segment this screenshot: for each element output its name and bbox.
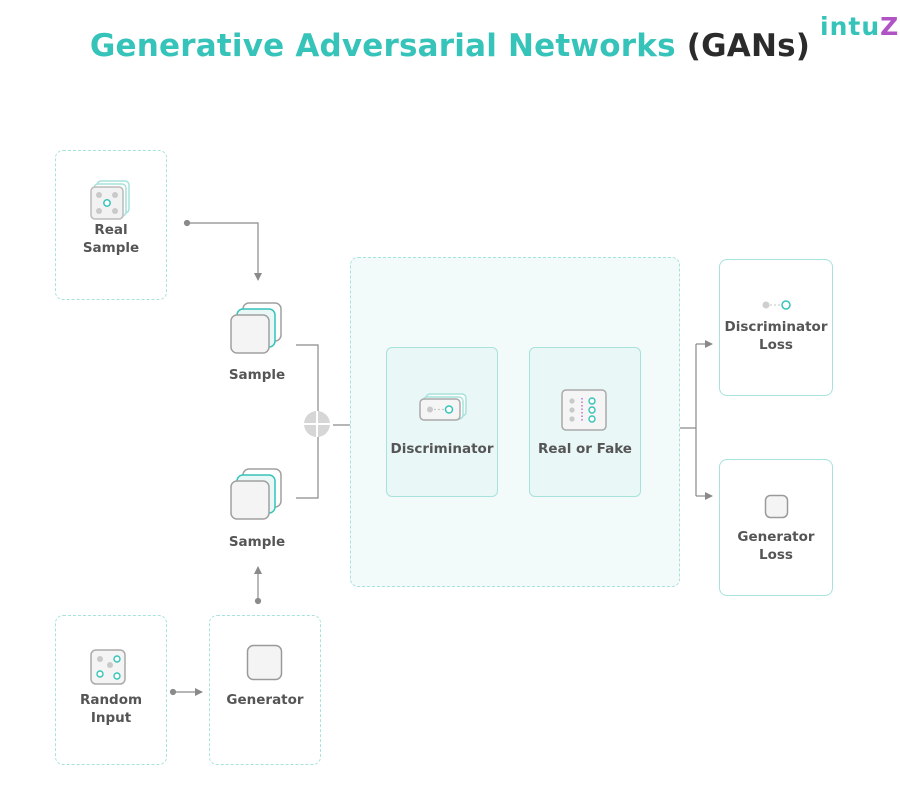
discriminator-loss-label: Discriminator Loss xyxy=(724,319,828,353)
random-dice-icon xyxy=(90,649,126,685)
sample-top-label: Sample xyxy=(228,367,286,383)
generator-label: Generator xyxy=(226,692,304,708)
loss-connection-icon xyxy=(762,300,791,310)
sample-bottom-icon xyxy=(229,466,287,522)
checklist-icon xyxy=(561,389,607,431)
generator-loss-label: Generator Loss xyxy=(737,529,815,563)
real-sample-box: Real Sample xyxy=(55,150,167,300)
real-sample-label: Real Sample xyxy=(82,222,140,256)
real-or-fake-label: Real or Fake xyxy=(538,441,632,457)
discriminator-label: Discriminator xyxy=(390,441,494,457)
generator-square-icon xyxy=(246,644,283,681)
discriminator-box: Discriminator xyxy=(386,347,498,497)
logo-text-accent: Z xyxy=(880,12,900,41)
random-input-box: Random Input xyxy=(55,615,167,765)
square-icon xyxy=(764,494,789,519)
title-abbrev: (GANs) xyxy=(686,28,811,64)
real-or-fake-box: Real or Fake xyxy=(529,347,641,497)
discriminator-icon xyxy=(419,393,467,421)
diagram-title: Generative Adversarial Networks (GANs) xyxy=(0,28,900,64)
sample-bottom-label: Sample xyxy=(228,534,286,550)
generator-loss-box: Generator Loss xyxy=(719,459,833,596)
merge-node xyxy=(304,411,330,437)
sample-top-icon xyxy=(229,300,287,356)
generator-box: Generator xyxy=(209,615,321,765)
dice-stack-icon xyxy=(90,180,130,220)
title-main: Generative Adversarial Networks xyxy=(89,28,676,64)
intuz-logo: intuZ xyxy=(820,12,899,41)
logo-text-main: intu xyxy=(820,12,881,41)
random-input-label: Random Input xyxy=(79,692,143,726)
arrow-real-to-sample xyxy=(187,222,262,281)
discriminator-loss-box: Discriminator Loss xyxy=(719,259,833,396)
